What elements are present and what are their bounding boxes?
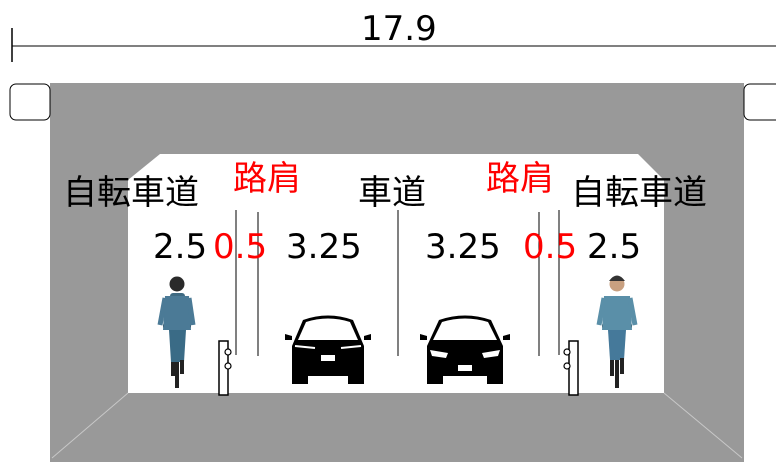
bike-lane-right-label: 自転車道 xyxy=(571,173,707,213)
cyclist-left-icon xyxy=(157,276,196,388)
shoulder-left-label: 路肩 xyxy=(233,159,301,199)
width-shoulder-right: 0.5 xyxy=(523,227,578,267)
roadway-label: 車道 xyxy=(358,173,426,213)
corner-box-left xyxy=(9,83,51,121)
total-width-label: 17.9 xyxy=(361,9,437,49)
width-bike-right: 2.5 xyxy=(587,227,642,267)
bollard-left xyxy=(218,340,232,396)
corner-box-right xyxy=(743,83,776,121)
width-shoulder-left: 0.5 xyxy=(213,227,268,267)
cyclist-right-icon xyxy=(596,275,638,388)
car-right-icon xyxy=(420,315,510,384)
car-left-icon xyxy=(285,315,371,384)
width-road-right: 3.25 xyxy=(425,227,501,267)
shoulder-right-label: 路肩 xyxy=(486,159,554,199)
bollard-right xyxy=(563,340,579,396)
width-road-left: 3.25 xyxy=(286,227,362,267)
bike-lane-left-label: 自転車道 xyxy=(63,173,199,213)
floor-line-right xyxy=(663,392,743,459)
road-space xyxy=(128,154,664,393)
width-bike-left: 2.5 xyxy=(153,227,208,267)
floor-line-left xyxy=(51,392,129,459)
